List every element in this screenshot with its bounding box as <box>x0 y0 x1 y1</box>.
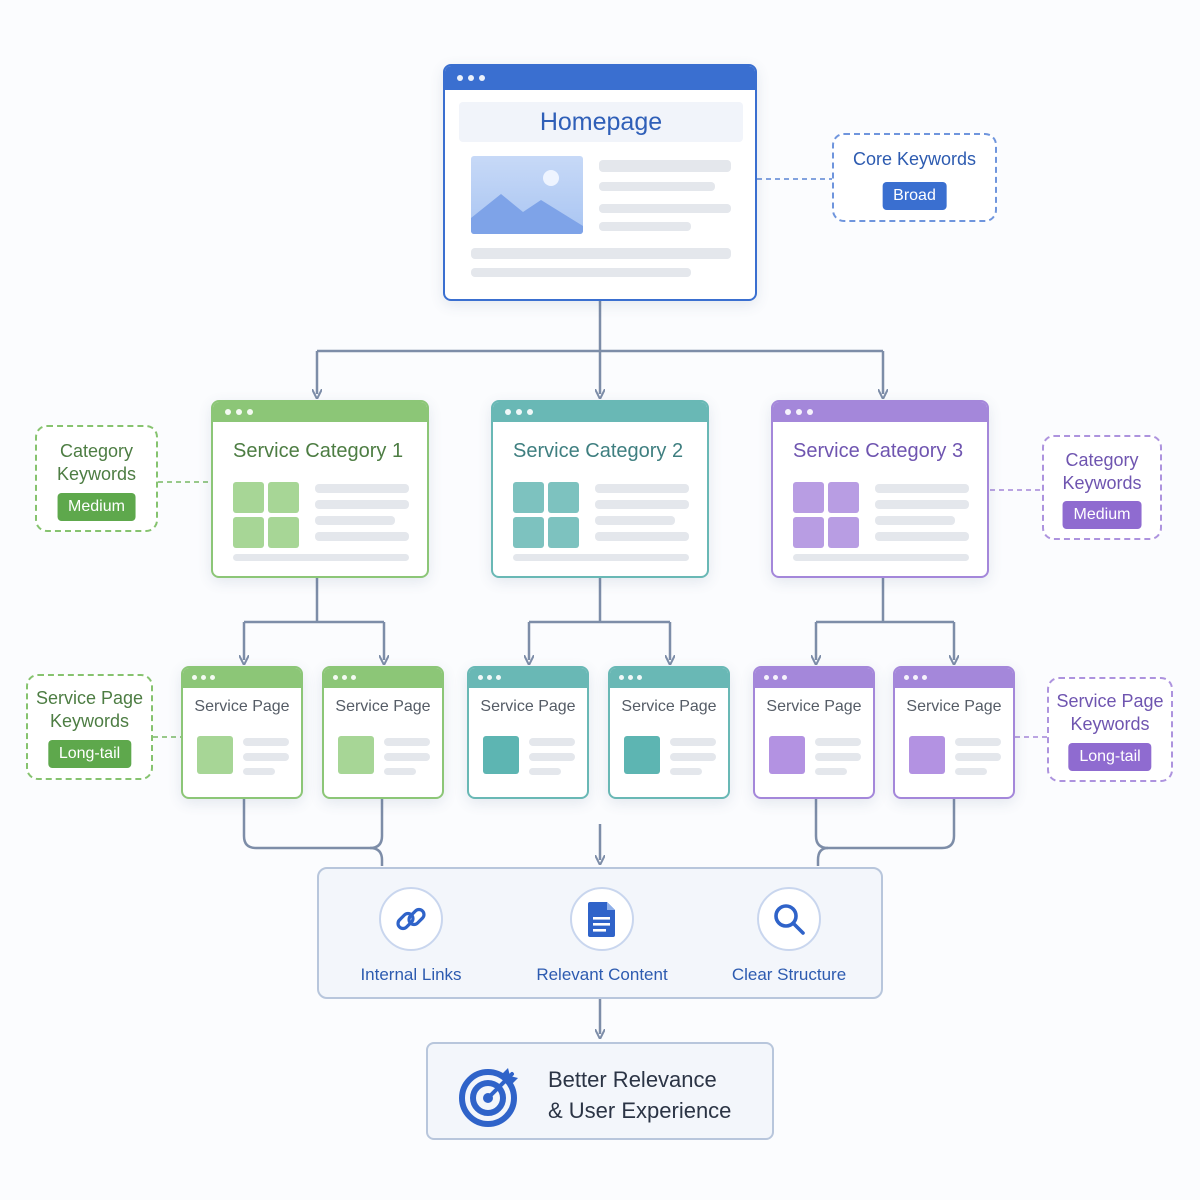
connector-svc-right-down <box>816 846 829 866</box>
homepage-title-bar <box>445 66 755 90</box>
callout-label: Keywords <box>56 464 137 484</box>
grid-icon <box>233 482 299 548</box>
benefit-internal-links: Internal Links <box>321 887 501 985</box>
service-page-window-5: Service Page <box>753 666 875 799</box>
image-placeholder-icon <box>909 736 945 774</box>
document-icon <box>570 887 634 951</box>
window-dots <box>225 409 253 415</box>
keyword-badge-broad: Broad <box>882 182 947 210</box>
connector-cat3-split <box>816 578 954 624</box>
service-page-window-1: Service Page <box>181 666 303 799</box>
magnifier-icon <box>757 887 821 951</box>
result-panel: Better Relevance & User Experience <box>426 1042 774 1140</box>
connector-svc-left-merge <box>242 799 384 866</box>
core-keywords-callout: Core Keywords Broad <box>832 133 997 222</box>
category-window-1: Service Category 1 <box>211 400 429 578</box>
window-dots <box>457 75 485 81</box>
grid-icon <box>513 482 579 548</box>
benefit-relevant-content: Relevant Content <box>512 887 692 985</box>
category-keywords-callout-left: Category Keywords Medium <box>35 425 158 532</box>
callout-label: Keywords <box>1062 473 1142 493</box>
category-window-2: Service Category 2 <box>491 400 709 578</box>
image-placeholder-icon <box>197 736 233 774</box>
image-placeholder-icon <box>471 156 583 234</box>
service-page-title: Service Page <box>906 698 1002 715</box>
service-page-window-6: Service Page <box>893 666 1015 799</box>
result-text: Better Relevance & User Experience <box>548 1064 731 1126</box>
service-page-window-2: Service Page <box>322 666 444 799</box>
callout-label: Keywords <box>1070 714 1150 734</box>
homepage-window: Homepage <box>443 64 757 301</box>
connector-cat2-split <box>529 578 670 624</box>
image-placeholder-icon <box>624 736 660 774</box>
callout-label: Core Keywords <box>852 149 977 169</box>
connector-svc-left-merge-2 <box>369 799 384 850</box>
service-page-title: Service Page <box>766 698 862 715</box>
callout-label: Category <box>1065 450 1139 470</box>
benefit-label: Clear Structure <box>731 965 847 984</box>
keyword-badge-long-tail: Long-tail <box>47 740 132 768</box>
image-placeholder-icon <box>769 736 805 774</box>
connector-cat1-split <box>244 578 384 624</box>
homepage-title: Homepage <box>539 108 663 136</box>
service-page-title: Service Page <box>194 698 290 715</box>
service-page-keywords-callout-left: Service Page Keywords Long-tail <box>26 674 153 780</box>
keyword-badge-medium: Medium <box>1062 501 1142 529</box>
category-keywords-callout-right: Category Keywords Medium <box>1042 435 1162 540</box>
benefit-clear-structure: Clear Structure <box>699 887 879 985</box>
callout-label: Service Page <box>35 688 144 708</box>
category-window-3: Service Category 3 <box>771 400 989 578</box>
link-icon <box>379 887 443 951</box>
callout-label: Keywords <box>49 711 130 731</box>
category-title: Service Category 1 <box>233 440 404 462</box>
result-line-2: & User Experience <box>548 1098 732 1123</box>
callout-label: Category <box>59 441 134 461</box>
benefits-panel: Internal Links Relevant Content Clear St… <box>317 867 883 999</box>
category-title: Service Category 3 <box>793 440 964 462</box>
window-dots <box>505 409 533 415</box>
service-page-title: Service Page <box>621 698 717 715</box>
category-title: Service Category 2 <box>513 440 684 462</box>
keyword-badge-medium: Medium <box>57 493 136 521</box>
service-page-title: Service Page <box>480 698 576 715</box>
result-line-1: Better Relevance <box>548 1067 717 1092</box>
connector-svc-right-merge <box>814 799 956 850</box>
grid-icon <box>793 482 859 548</box>
callout-label: Service Page <box>1056 691 1164 711</box>
service-page-window-3: Service Page <box>467 666 589 799</box>
service-page-keywords-callout-right: Service Page Keywords Long-tail <box>1047 677 1173 782</box>
target-icon <box>458 1062 524 1128</box>
benefit-label: Internal Links <box>360 965 462 984</box>
window-dots <box>785 409 813 415</box>
image-placeholder-icon <box>483 736 519 774</box>
keyword-badge-long-tail: Long-tail <box>1068 743 1152 771</box>
service-page-title: Service Page <box>335 698 431 715</box>
benefit-label: Relevant Content <box>536 965 668 984</box>
service-page-window-4: Service Page <box>608 666 730 799</box>
image-placeholder-icon <box>338 736 374 774</box>
